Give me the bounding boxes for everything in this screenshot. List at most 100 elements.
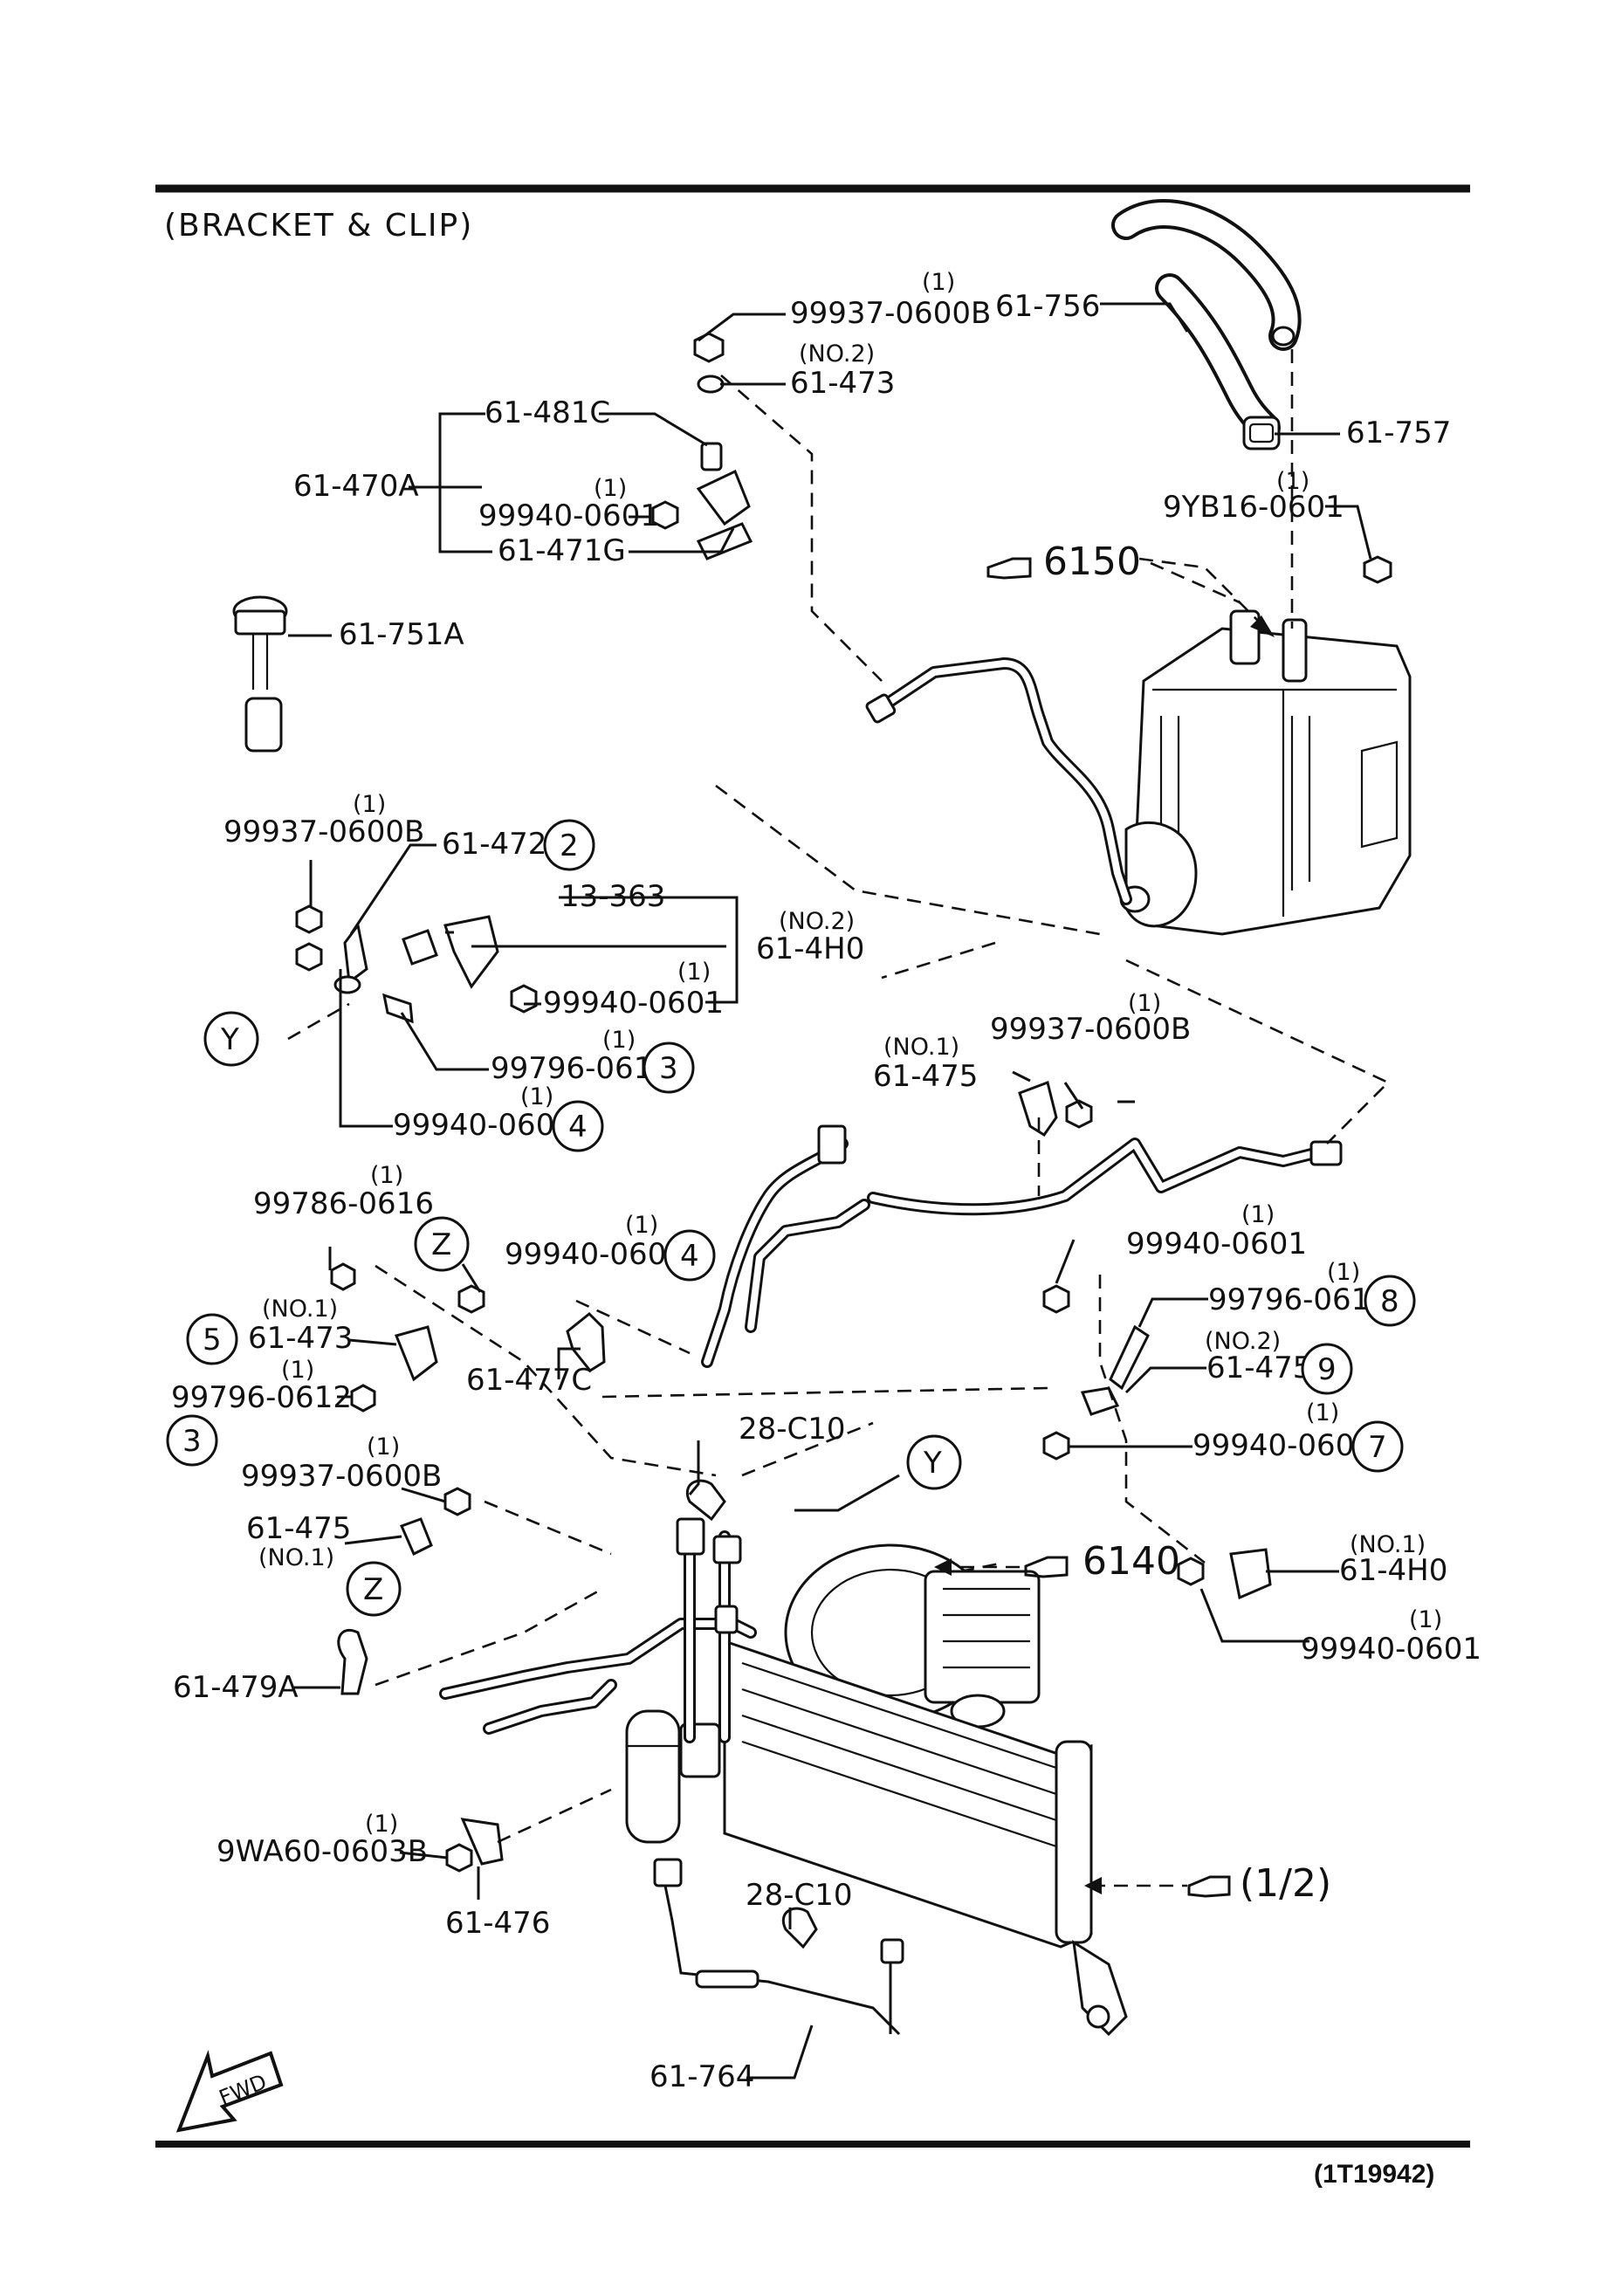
qty-label: (1) [281,1357,314,1384]
qty-label: (1) [520,1083,553,1110]
part-label-9WA60-0603B: 9WA60-0603B [216,1834,428,1869]
part-label-61-473: 61-473 [790,366,895,401]
leader-lines [288,302,1372,2079]
part-label-99940-0601: 99940-0601 [543,986,724,1021]
qty-label: (1) [1276,468,1309,495]
bracket-61-475-no1-left [399,1487,471,1557]
forward-arrow-icon: FWD [175,2050,284,2133]
part-label-61-4H0: 61-4H0 [1339,1553,1447,1588]
part-label-61-477C: 61-477C [466,1363,592,1398]
qty-label: (1) [602,1027,636,1054]
qty-label: (1) [625,1212,658,1239]
part-label-28-C10: 28-C10 [739,1412,846,1447]
hose-61-756 [1111,198,1302,443]
part-label-61-757: 61-757 [1346,416,1451,450]
callout-8: 8 [1380,1284,1399,1319]
part-label-9YB16-0601: 9YB16-0601 [1163,490,1344,525]
part-label-99796-0612: 99796-0612 [491,1051,671,1086]
ref-6150: 6150 [1043,540,1141,584]
grommet-61-757 [1242,416,1281,450]
part-label-61-751A: 61-751A [339,617,464,652]
part-label-99937-0600B: 99937-0600B [790,296,991,331]
qty-label: (1) [365,1811,398,1838]
part-label-99796-0612: 99796-0612 [171,1380,352,1415]
no-label: (NO.1) [1350,1531,1426,1558]
no-label: (NO.1) [262,1296,338,1323]
part-label-99940-0601: 99940-0601 [478,498,659,533]
callout-Y: Y [220,1022,239,1057]
pointing-hand-icon [934,1556,1069,1578]
condenser [723,1639,1128,2037]
part-label-61-756: 61-756 [995,289,1100,324]
part-label-61-470A: 61-470A [293,469,419,504]
qty-label: (1) [1241,1201,1275,1228]
compressor [784,1543,1041,1729]
callout-markers: 2 3 4 Y Z 4 8 5 9 3 Y 7 Z [166,819,1416,1617]
qty-label: (1) [353,791,386,818]
part-label-99940-0601: 99940-0601 [1126,1227,1307,1261]
callout-Z: Z [363,1572,383,1607]
part-label-61-4H0: 61-4H0 [756,931,864,966]
part-label-61-475: 61-475 [1206,1351,1311,1385]
part-label-61-475: 61-475 [246,1511,351,1546]
harness-61-764 [653,1858,904,2036]
diagram-title: (BRACKET & CLIP) [164,208,473,244]
part-label-99940-0601: 99940-0601 [1192,1428,1373,1463]
qty-label: (1) [1306,1399,1339,1426]
nut-9YB16-0601 [1363,555,1392,584]
no-label: (NO.1) [883,1034,959,1061]
bracket-61-472 [295,904,538,1024]
receiver-drier [439,1517,757,1844]
diagram-code: (1T19942) [1314,2160,1434,2189]
callout-5: 5 [203,1323,222,1358]
pointing-hand-icon [986,557,1275,637]
part-labels: (1) 99937-0600B 61-756 (NO.2) 61-473 61-… [171,269,1481,2094]
no-label: (NO.2) [779,908,855,935]
guide-lines [287,349,1391,1887]
upper-pipe [876,657,1132,905]
qty-label: (1) [677,959,711,986]
part-label-13-363: 13-363 [560,879,665,914]
callout-4: 4 [680,1239,699,1274]
no-label: (NO.2) [799,340,875,368]
callout-Z: Z [431,1227,451,1262]
bracket-61-476 [445,1818,504,1873]
part-label-61-481C: 61-481C [485,395,610,430]
callout-2: 2 [560,828,579,863]
clip-28-C10-upper [686,1479,726,1522]
qty-label: (1) [1128,990,1161,1017]
evaporator-unit [1119,609,1412,936]
bracket-61-473-no1 [330,1262,485,1413]
part-label-28-C10: 28-C10 [746,1878,853,1913]
part-label-61-472: 61-472 [442,827,546,862]
part-label-99937-0600B: 99937-0600B [241,1459,442,1494]
part-label-61-471G: 61-471G [498,533,626,568]
callout-Y: Y [923,1446,942,1481]
part-label-99940-0601: 99940-0601 [393,1108,574,1143]
callout-7: 7 [1368,1430,1387,1465]
ref-half: (1/2) [1240,1861,1331,1906]
part-label-61-476: 61-476 [445,1906,550,1941]
bracket-61-475-no2 [1042,1284,1150,1461]
part-label-61-479A: 61-479A [173,1670,299,1705]
sensor-61-751A [232,595,288,753]
callout-3: 3 [659,1051,678,1086]
part-label-61-475: 61-475 [873,1059,978,1094]
qty-label: (1) [370,1162,403,1189]
no-label: (NO.2) [1205,1328,1281,1355]
callout-3: 3 [182,1424,202,1459]
no-label: (NO.1) [258,1544,334,1571]
part-label-99937-0600B: 99937-0600B [223,815,424,849]
qty-label: (1) [594,475,627,502]
part-label-61-473: 61-473 [248,1321,353,1356]
part-label-61-764: 61-764 [649,2059,754,2094]
part-label-99796-0612: 99796-0612 [1208,1282,1389,1317]
bracket-61-4H0-no1 [1177,1548,1272,1600]
qty-label: (1) [1327,1259,1360,1286]
part-label-99940-0601: 99940-0601 [1301,1632,1481,1667]
pointing-hand-icon [1084,1875,1231,1898]
clip-61-479A [337,1628,368,1695]
part-label-99940-0601: 99940-0601 [505,1237,685,1272]
